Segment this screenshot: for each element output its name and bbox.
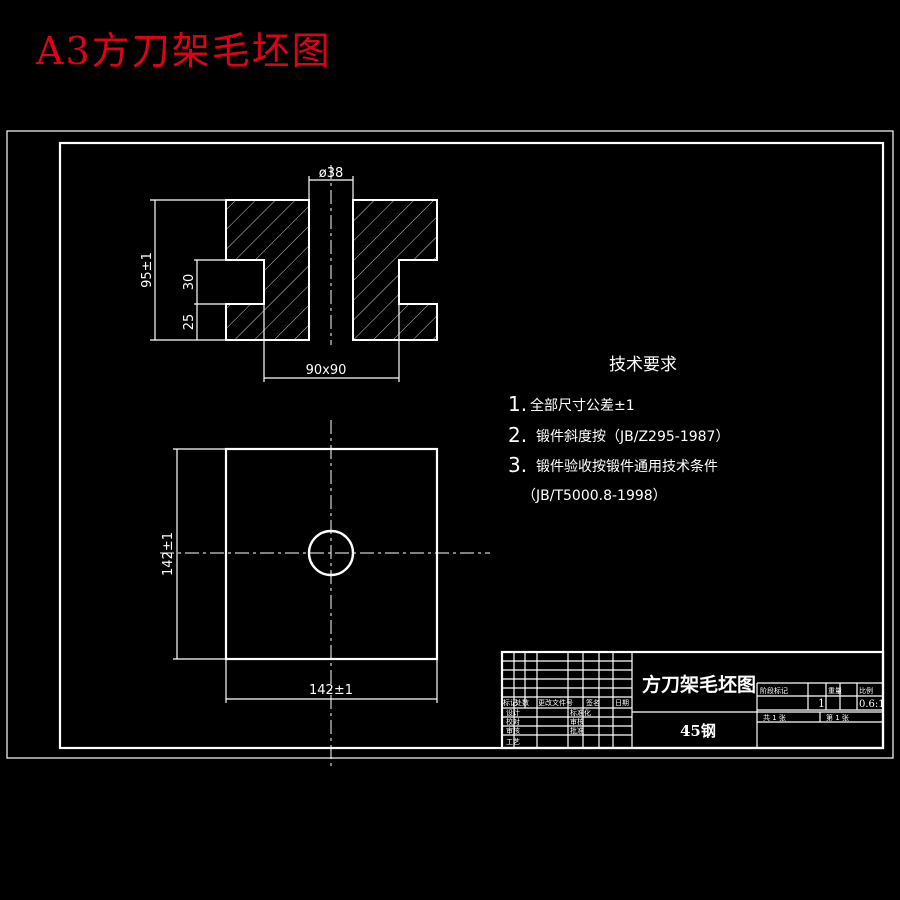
top-view: 142±1 142±1: [160, 420, 490, 770]
tech-heading: 技术要求: [609, 355, 677, 375]
tech-requirements: 技术要求 1. 全部尺寸公差±1 2. 锻件斜度按（JB/Z295-1987） …: [508, 355, 729, 504]
dim-side-horizontal: 142±1: [309, 683, 353, 698]
front-section-view: ø38 95±1 30 25 90x90: [140, 165, 438, 382]
tb-scale: 0.6:1: [859, 699, 885, 710]
tb-change: 更改文件号: [538, 698, 573, 707]
left-hatched-section: [225, 199, 310, 341]
tb-mark: 标记: [503, 698, 517, 707]
tb-count: 处数: [515, 698, 529, 707]
tech-item-4-text: （JB/T5000.8-1998）: [522, 488, 667, 504]
right-hatched-section: [352, 199, 438, 341]
tb-approve: 批准: [570, 726, 584, 735]
outer-border: [6, 130, 894, 759]
tech-item-3-num: 3.: [508, 453, 527, 477]
tb-sheets: 共 1 张: [763, 713, 786, 722]
dim-base: 25: [182, 314, 197, 331]
tb-date: 日期: [615, 699, 629, 707]
dim-side-vertical: 142±1: [161, 532, 176, 576]
tb-audit: 审核: [506, 726, 520, 735]
inner-border: [58, 141, 885, 750]
tb-stage: 阶段标记: [760, 686, 788, 695]
tech-item-1-num: 1.: [508, 392, 527, 416]
tb-std: 标准化: [570, 708, 591, 717]
dim-slot: 30: [182, 274, 197, 291]
tb-design: 设计: [506, 708, 520, 717]
tb-check: 校对: [506, 717, 520, 726]
dim-neck: 90x90: [306, 363, 347, 378]
dim-bore: ø38: [319, 166, 344, 181]
tech-item-3-text: 锻件验收按锻件通用技术条件: [536, 458, 718, 475]
tb-sign: 签名: [586, 698, 600, 707]
tb-review: 审核: [570, 717, 584, 726]
tb-drawing-name: 方刀架毛坯图: [642, 673, 756, 696]
title-block: 标记 处数 更改文件号 签名 日期 设计 校对 审核 工艺 标准化 审核 批准 …: [500, 650, 885, 750]
tb-weight: 重量: [828, 687, 842, 695]
tb-sheet: 第 1 张: [826, 713, 849, 722]
tb-process: 工艺: [506, 738, 520, 746]
tb-material: 45钢: [680, 722, 716, 740]
tb-qty: 1: [818, 697, 825, 710]
tb-ratio: 比例: [859, 686, 873, 695]
page-title: A3方刀架毛坯图: [36, 29, 332, 73]
tech-item-2-text: 锻件斜度按（JB/Z295-1987）: [536, 429, 729, 445]
tech-item-1-text: 全部尺寸公差±1: [530, 397, 635, 414]
tech-item-2-num: 2.: [508, 423, 527, 447]
dim-height: 95±1: [140, 252, 155, 288]
